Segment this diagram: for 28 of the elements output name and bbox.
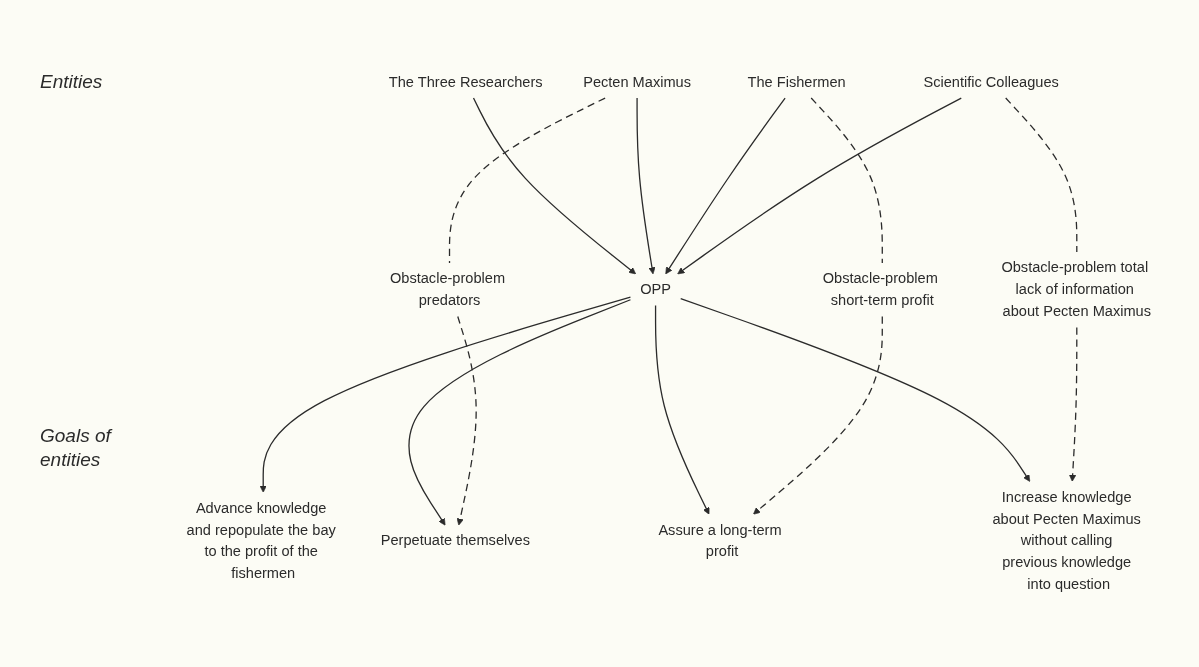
node-text: OPP bbox=[640, 281, 671, 298]
row-label: Goals of entities bbox=[40, 424, 114, 472]
node-text: Advance knowledge and repopulate the bay to the profit of the fishermen bbox=[186, 499, 336, 582]
arrow bbox=[408, 299, 632, 526]
node-text: Obstacle-problem total lack of information about Pecten Maximus bbox=[1001, 259, 1151, 320]
arrow bbox=[677, 97, 962, 275]
arrow bbox=[680, 298, 1031, 482]
node-text: Obstacle-problem predators bbox=[389, 270, 506, 309]
row-label: Entities bbox=[40, 70, 104, 94]
arrow bbox=[636, 97, 656, 275]
connector bbox=[1005, 97, 1078, 253]
node-text: Scientific Colleagues bbox=[923, 73, 1059, 90]
node-text: Increase knowledge about Pecten Maximus without calling previous knowledge into question bbox=[992, 488, 1141, 593]
arrow bbox=[665, 97, 786, 275]
arrow bbox=[472, 97, 637, 275]
node-text: Obstacle-problem short-term profit bbox=[822, 270, 938, 309]
arrow bbox=[1069, 326, 1078, 482]
node-text: The Fishermen bbox=[747, 73, 846, 90]
connector bbox=[448, 97, 606, 264]
node-text: Perpetuate themselves bbox=[380, 532, 530, 549]
node-text: Assure a long-term profit bbox=[658, 521, 782, 560]
arrow bbox=[654, 304, 710, 515]
arrow bbox=[456, 315, 477, 526]
node-text: Pecten Maximus bbox=[583, 73, 691, 90]
connector bbox=[810, 97, 883, 264]
arrow bbox=[753, 315, 883, 515]
node-text: The Three Researchers bbox=[388, 73, 543, 90]
arrow bbox=[259, 296, 632, 493]
